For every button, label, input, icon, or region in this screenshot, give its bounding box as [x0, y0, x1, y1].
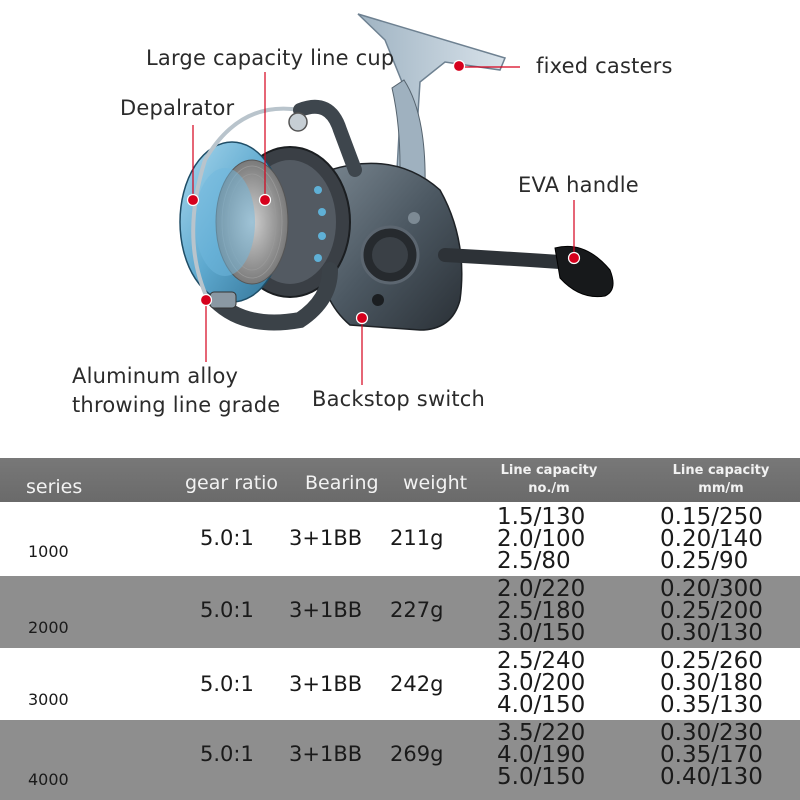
cell-gear-ratio: 5.0:1 — [200, 742, 254, 766]
cell-bearing: 3+1BB — [289, 742, 363, 766]
handle-arm — [438, 248, 567, 269]
eva-knob — [554, 245, 614, 298]
header-capacity-mm: Line capacity mm/m — [672, 463, 770, 496]
table-row: 1000 5.0:1 3+1BB 211g 1.5/130 2.0/100 2.… — [0, 502, 800, 576]
cell-capacity-no: 2.5/240 3.0/200 4.0/150 — [497, 648, 586, 718]
cell-series: 2000 — [28, 618, 69, 637]
marker-fixed-casters — [452, 59, 466, 73]
cell-bearing: 3+1BB — [289, 672, 363, 696]
cell-weight: 242g — [390, 672, 444, 696]
header-series: series — [26, 476, 83, 498]
cell-weight: 211g — [390, 526, 444, 550]
cell-series: 1000 — [28, 542, 69, 561]
cell-bearing: 3+1BB — [289, 526, 363, 550]
cell-gear-ratio: 5.0:1 — [200, 526, 254, 550]
bail-arm — [207, 262, 338, 331]
cell-weight: 269g — [390, 742, 444, 766]
header-capacity-no: Line capacity no./m — [500, 463, 598, 496]
marker-depalrator — [186, 193, 200, 207]
cell-capacity-no: 1.5/130 2.0/100 2.5/80 — [497, 504, 586, 574]
label-fixed-casters: fixed casters — [536, 54, 673, 78]
header-weight: weight — [403, 472, 468, 494]
cell-gear-ratio: 5.0:1 — [200, 598, 254, 622]
marker-backstop — [355, 311, 369, 325]
cell-gear-ratio: 5.0:1 — [200, 672, 254, 696]
cell-capacity-no: 3.5/220 4.0/190 5.0/150 — [497, 720, 586, 790]
table-row: 3000 5.0:1 3+1BB 242g 2.5/240 3.0/200 4.… — [0, 648, 800, 720]
table-header: series gear ratio Bearing weight Line ca… — [0, 458, 800, 502]
cell-bearing: 3+1BB — [289, 598, 363, 622]
cell-capacity-mm: 0.15/250 0.20/140 0.25/90 — [660, 504, 763, 574]
table-row: 2000 5.0:1 3+1BB 227g 2.0/220 2.5/180 3.… — [0, 576, 800, 648]
cell-capacity-mm: 0.20/300 0.25/200 0.30/130 — [660, 576, 763, 646]
table-row: 4000 5.0:1 3+1BB 269g 3.5/220 4.0/190 5.… — [0, 720, 800, 800]
marker-aluminum-alloy — [199, 293, 213, 307]
label-depalrator: Depalrator — [120, 96, 235, 120]
cell-capacity-mm: 0.30/230 0.35/170 0.40/130 — [660, 720, 763, 790]
cell-weight: 227g — [390, 598, 444, 622]
cell-capacity-mm: 0.25/260 0.30/180 0.35/130 — [660, 648, 763, 718]
cell-capacity-no: 2.0/220 2.5/180 3.0/150 — [497, 576, 586, 646]
label-backstop: Backstop switch — [312, 387, 486, 411]
label-aluminum-alloy: Aluminum alloy throwing line grade — [72, 364, 281, 417]
marker-eva-handle — [567, 251, 581, 265]
spec-table: series gear ratio Bearing weight Line ca… — [0, 458, 800, 800]
cell-series: 4000 — [28, 770, 69, 789]
label-line-cup: Large capacity line cup — [146, 46, 395, 70]
header-gear-ratio: gear ratio — [185, 472, 279, 494]
reel-diagram: Large capacity line cup Depalrator fixed… — [72, 13, 673, 417]
label-eva-handle: EVA handle — [518, 173, 639, 197]
bail-wire — [191, 106, 301, 301]
marker-line-cup — [258, 193, 272, 207]
spinning-reel-illustration — [179, 13, 614, 385]
header-bearing: Bearing — [305, 472, 379, 494]
cell-series: 3000 — [28, 690, 69, 709]
